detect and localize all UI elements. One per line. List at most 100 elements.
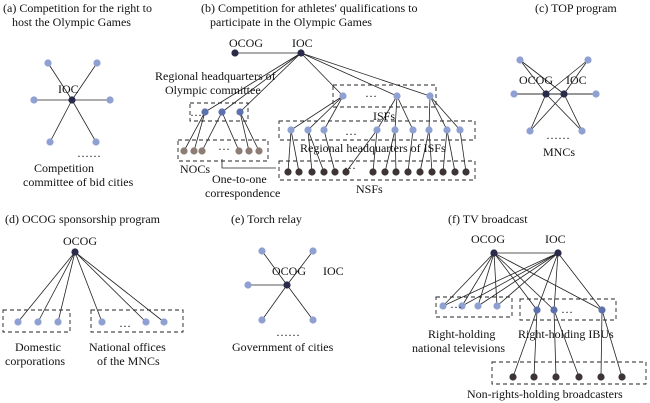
panel-f-ibu-node bbox=[598, 306, 606, 314]
panel-b-nsf-node bbox=[404, 168, 412, 176]
panel-b-regional-isf-node bbox=[409, 126, 417, 134]
panel-f-ocog-ibu-edge bbox=[493, 252, 538, 311]
panel-b-title-line1: (b) Competition for athletes' qualificat… bbox=[201, 1, 417, 15]
panel-b-isf-risf-edge bbox=[428, 95, 431, 131]
panel-b-ioc-label: IOC bbox=[292, 36, 313, 50]
panel-b-isf-risf-edge bbox=[396, 95, 414, 131]
panel-f-tv-node bbox=[439, 302, 447, 310]
panel-f-broadcaster-node bbox=[597, 373, 605, 381]
panel-a-title-line1: (a) Competition for the right to bbox=[3, 1, 152, 15]
panel-f-ibu-node bbox=[550, 306, 558, 314]
panel-d-ocog-node bbox=[71, 248, 79, 256]
panel-a-center-label: IOC bbox=[58, 82, 79, 96]
panel-f-ibu-nrb-edge bbox=[553, 309, 580, 378]
panel-b-rhq-noc-edge bbox=[239, 111, 250, 152]
dashed-boxes-layer bbox=[2, 84, 647, 385]
panel-b-nsf-node bbox=[331, 168, 339, 176]
panel-f-rights-tv-line1: Right-holding bbox=[428, 327, 495, 341]
panel-b-regional-isf-node bbox=[456, 126, 464, 134]
panel-f-ocog-node bbox=[490, 249, 498, 257]
panel-f-ocog-ibu-edge bbox=[493, 252, 603, 311]
panel-b-ioc-isf-edge bbox=[300, 52, 344, 97]
panel-e-caption: Government of cities bbox=[232, 340, 334, 354]
panel-d-domestic-line1: Domestic bbox=[15, 340, 61, 354]
panel-f-tv-node bbox=[493, 302, 501, 310]
panel-c-ocog-edge bbox=[545, 93, 583, 132]
panel-b-regional-isf-node bbox=[287, 126, 295, 134]
panel-b-risf-nsf-edge bbox=[345, 129, 378, 173]
panel-d-edge bbox=[74, 251, 103, 323]
panel-b-isf-risf-edge bbox=[429, 95, 448, 131]
panel-b-nsf-node bbox=[295, 168, 303, 176]
panel-b-regional-hq-node bbox=[236, 108, 244, 116]
panel-f-right-dots: … bbox=[561, 302, 573, 316]
panel-b-isf-risf-edge bbox=[323, 95, 344, 131]
panel-f-left-dots: … bbox=[450, 297, 462, 311]
panel-f-ibu-nrb-edge bbox=[533, 309, 538, 378]
panel-b-nsfs-box bbox=[278, 160, 476, 181]
panel-c-mnc-node bbox=[578, 127, 586, 135]
panel-c-mnc-node bbox=[584, 56, 592, 64]
panel-f-broadcaster-node bbox=[575, 373, 583, 381]
panel-b-nsf-node bbox=[369, 168, 377, 176]
panel-e: (e) Torch relay OCOG IOC …… Government o… bbox=[231, 212, 344, 354]
panel-a-ioc-node bbox=[68, 96, 76, 104]
panel-f-broadcaster-node bbox=[530, 373, 538, 381]
panel-b-nsf-node bbox=[451, 168, 459, 176]
nodes-layer bbox=[14, 49, 626, 381]
panel-d-sponsor-node bbox=[14, 318, 22, 326]
panel-b-ocog-node bbox=[231, 49, 239, 57]
panel-a-bid-city-node bbox=[30, 96, 38, 104]
panel-c-ocog-edge bbox=[529, 93, 547, 132]
panel-c-ioc-edge bbox=[529, 93, 565, 132]
panel-b-rhq-box bbox=[189, 102, 249, 122]
panel-b-risf-nsf-edge bbox=[323, 129, 336, 173]
panel-b-risf-nsf-edge bbox=[419, 129, 430, 173]
panel-f-ioc-ibu-edge bbox=[553, 252, 559, 311]
panel-b-noc-node bbox=[190, 147, 198, 155]
panel-c-ioc-edge bbox=[519, 59, 565, 95]
panel-d: (d) OCOG sponsorship program OCOG … Dome… bbox=[5, 212, 166, 368]
panel-c-ioc-edge bbox=[563, 93, 583, 132]
panel-b-isfs-label: ISFs bbox=[373, 109, 395, 123]
panel-c-ocog-edge bbox=[519, 59, 547, 95]
panel-b-risf-nsf-edge bbox=[442, 129, 448, 173]
panel-f-broadcaster-node bbox=[552, 373, 560, 381]
panel-b-risf-nsf-edge bbox=[307, 129, 325, 173]
panel-b-nsfs-label: NSFs bbox=[356, 182, 383, 196]
panel-f-rights-tv-box bbox=[435, 296, 513, 318]
panel-f-ocog-tv-edge bbox=[493, 252, 498, 307]
panel-b-left-dots: … bbox=[190, 105, 202, 119]
panel-f-ioc-ibu-edge bbox=[557, 252, 603, 311]
panel-a-bid-city-node bbox=[46, 138, 54, 146]
panel-f-non-rights-box bbox=[491, 361, 647, 385]
panel-a-edge bbox=[71, 62, 98, 101]
panel-b-regional-isfs-box bbox=[278, 120, 476, 141]
panel-b-regional-hq-node bbox=[218, 108, 226, 116]
panel-a-bid-city-node bbox=[93, 59, 101, 67]
panel-b-ioc-rhq-edge bbox=[204, 52, 302, 113]
panel-b-noc-node bbox=[198, 147, 206, 155]
panel-b-isfs-box bbox=[332, 84, 437, 108]
panel-b-regional-isf-node bbox=[304, 126, 312, 134]
panel-b-regional-isf-node bbox=[443, 126, 451, 134]
panel-e-dots: …… bbox=[276, 325, 300, 339]
panel-f-ocog-tv-edge bbox=[461, 252, 495, 307]
panel-c-ioc-label: IOC bbox=[566, 73, 587, 87]
panel-f-tv-node bbox=[474, 302, 482, 310]
panel-e-ioc-label: IOC bbox=[323, 264, 344, 278]
panel-a-caption-line1: Competition bbox=[34, 161, 94, 175]
panel-f-ibu-nrb-edge bbox=[600, 309, 603, 378]
panel-e-edge bbox=[286, 250, 314, 286]
panel-d-title: (d) OCOG sponsorship program bbox=[5, 212, 161, 226]
panel-d-domestic-line2: corporations bbox=[5, 354, 65, 368]
panel-f-ibu-node bbox=[533, 306, 541, 314]
panel-b-one-to-one-connector bbox=[221, 159, 276, 169]
panel-f-ibu-nrb-edge bbox=[512, 309, 538, 378]
panel-b-nocs-label: NOCs bbox=[180, 162, 210, 176]
panel-b-rhq-noc-edge bbox=[183, 111, 206, 152]
panel-f-rights-ibus-box bbox=[519, 298, 617, 321]
panel-f-broadcaster-node bbox=[509, 373, 517, 381]
panel-b-regional-isf-node bbox=[391, 126, 399, 134]
